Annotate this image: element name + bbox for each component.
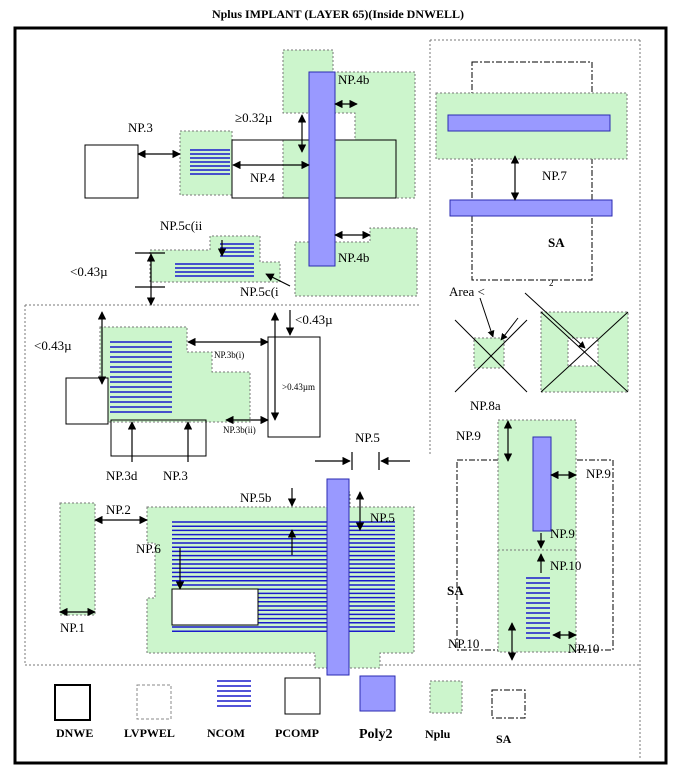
poly2-np9 (532, 436, 552, 532)
label-np3b-ii: NP.3b(ii) (223, 425, 256, 435)
label-np5c-i: NP.5c(i (240, 284, 279, 299)
legend-label-pcomp: PCOMP (275, 726, 319, 740)
label-sa-mid: SA (447, 583, 464, 598)
label-np9-mid: NP.9 (550, 526, 575, 541)
legend-swatch-pcomp (284, 677, 321, 715)
nplus-np5c (149, 235, 281, 283)
cross-np8a-left (454, 297, 528, 393)
label-np5c-ii: NP.5c(ii (160, 218, 203, 233)
sa-region-np7 (471, 61, 593, 281)
diagram-title: Nplus IMPLANT (LAYER 65)(Inside DNWELL) (211, 7, 465, 21)
poly2-np5 (326, 478, 350, 676)
label-area-sup: 2 (549, 278, 554, 288)
nplus-np3 (179, 130, 233, 196)
legend-label-dnwe: DNWE (56, 726, 93, 740)
poly2-np4 (308, 71, 336, 267)
region-dividers (24, 39, 641, 760)
nplus-np8a-small (473, 337, 505, 369)
label-np8a: NP.8a (470, 398, 501, 413)
dnwell-frame (13, 26, 668, 765)
label-np2: NP.2 (106, 502, 131, 517)
pcomp-np3b-left (65, 377, 109, 425)
label-np1: NP.1 (60, 620, 85, 635)
legend-swatch-ncom (217, 680, 251, 707)
pcomp-np3b-bottom (110, 419, 207, 457)
pcomp-np3 (84, 144, 139, 199)
dimension-arrows-np3b (97, 310, 295, 462)
pcomp-np3b-right (267, 336, 321, 438)
nplus-np1 (59, 502, 96, 616)
label-np5b: NP.5b (240, 490, 271, 505)
label-lt043-left: <0.43µ (70, 264, 108, 279)
label-np4b-top: NP.4b (338, 72, 369, 87)
hole-np8a (567, 337, 599, 367)
cross-np8a-right (524, 292, 629, 393)
legend-label-ncom: NCOM (207, 726, 245, 740)
dimension-arrows-np5 (59, 452, 410, 617)
label-np7: NP.7 (542, 168, 567, 183)
label-np5-top: NP.5 (355, 430, 380, 445)
legend: DNWE LVPWEL NCOM PCOMP Poly2 Nplu SA (54, 675, 526, 746)
label-area-lt: Area < (449, 284, 485, 299)
legend-swatch-dnwe (54, 684, 91, 721)
label-lt043-upper: <0.43µ (295, 312, 333, 327)
ncom-lines-np3b (110, 341, 172, 413)
legend-swatch-sa (491, 689, 526, 719)
ncom-lines-np3 (190, 149, 230, 175)
label-np3d: NP.3d (106, 468, 138, 483)
ncom-lines-np5c (175, 243, 254, 277)
poly2-np7-bottom (449, 199, 613, 217)
label-np3b-i: NP.3b(i) (214, 350, 244, 360)
label-np5-right: NP.5 (370, 510, 395, 525)
label-np9-left: NP.9 (456, 428, 481, 443)
legend-swatch-lvpwel (136, 684, 172, 720)
label-np9-right: NP.9 (586, 466, 611, 481)
legend-swatch-nplu (429, 680, 463, 714)
pcomp-np6 (171, 588, 259, 626)
label-np6: NP.6 (136, 541, 161, 556)
legend-label-nplu: Nplu (425, 727, 451, 741)
label-gt043: >0.43µm (282, 382, 315, 392)
label-sa-top: SA (548, 235, 565, 250)
label-np4b-bottom: NP.4b (338, 250, 369, 265)
nplus-np3b (99, 326, 251, 423)
legend-swatch-poly2 (359, 675, 396, 712)
label-lt043-mid: <0.43µ (34, 338, 72, 353)
label-np10-left: NP.10 (448, 636, 479, 651)
legend-label-sa: SA (496, 732, 512, 746)
label-np10-upper: NP.10 (550, 558, 581, 573)
label-np3-top: NP.3 (128, 120, 153, 135)
label-np4: NP.4 (250, 170, 275, 185)
legend-label-poly2: Poly2 (359, 727, 392, 742)
legend-label-lvpwel: LVPWEL (124, 726, 175, 740)
dimension-arrows-top-left (135, 99, 371, 306)
dimension-arrows-np9 (503, 420, 577, 661)
label-spacing-032: ≥0.32µ (235, 110, 273, 125)
poly2-np7-top (447, 114, 611, 132)
label-np10-right: NP.10 (568, 641, 599, 656)
ncom-lines-np10 (526, 577, 550, 639)
label-np3-bottom: NP.3 (163, 468, 188, 483)
